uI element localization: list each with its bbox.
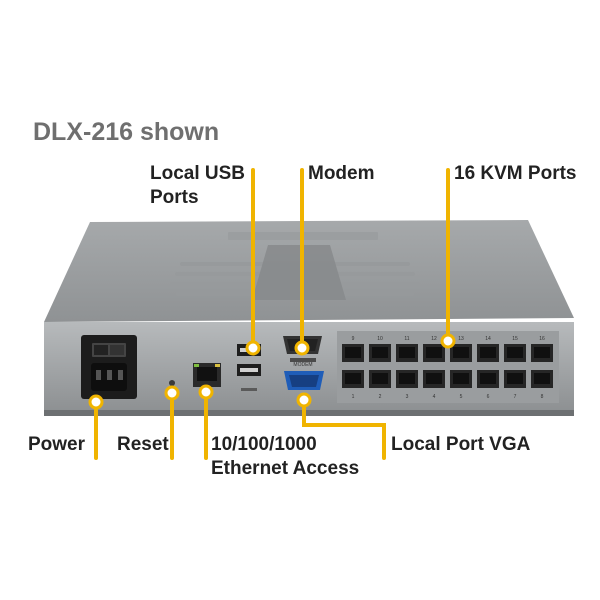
ethernet-port [193, 363, 221, 387]
reset-label: Reset [117, 434, 169, 455]
kvm-port-bottom-number: 5 [460, 394, 463, 400]
kvm-port-top-12-jack [426, 347, 442, 358]
power-module [81, 335, 137, 399]
kvm-port-top-number: 16 [539, 336, 545, 342]
kvm-port-top-number: 10 [377, 336, 383, 342]
kvm-port-top-9-jack [345, 347, 361, 358]
ethernet-callout-ring [198, 384, 214, 400]
kvm-port-bottom-8-jack [534, 373, 550, 384]
kvm-port-bottom-number: 2 [379, 394, 382, 400]
kvm-callout-ring [440, 333, 456, 349]
kvm-port-top-15-jack [507, 347, 523, 358]
reset-pinhole [169, 380, 175, 386]
kvm-port-bottom-7-jack [507, 373, 523, 384]
local-usb-label-line1: Local USB [150, 163, 246, 184]
kvm-ports-label: 16 KVM Ports [454, 163, 577, 184]
kvm-port-bottom-number: 7 [514, 394, 517, 400]
kvm-port-bottom-number: 8 [541, 394, 544, 400]
local-usb-label: Local USB Ports [150, 162, 245, 210]
kvm-port-top-13-jack [453, 347, 469, 358]
ethernet-label-line2: Ethernet Access [211, 458, 360, 479]
kvm-port-top-14-jack [480, 347, 496, 358]
power-label: Power [28, 434, 86, 455]
kvm-port-top-number: 13 [458, 336, 464, 342]
kvm-port-top-number: 15 [512, 336, 518, 342]
kvm-port-bottom-number: 4 [433, 394, 436, 400]
kvm-port-bottom-5-jack [453, 373, 469, 384]
modem-port-text: MODEM [293, 362, 312, 368]
modem-callout-ring [294, 340, 310, 356]
vga-leader-line [302, 400, 386, 460]
kvm-port-top-16-jack [534, 347, 550, 358]
top-logo-emboss [170, 245, 420, 300]
reset-callout-ring [164, 385, 180, 401]
kvm-port-bottom-number: 6 [487, 394, 490, 400]
local-usb-label-line2: Ports [150, 187, 199, 208]
usb-callout-ring [245, 340, 261, 356]
modem-label: Modem [308, 163, 375, 184]
ethernet-label: 10/100/1000 Ethernet Access [211, 433, 359, 481]
modem-port-label [290, 358, 316, 362]
vga-callout-ring [296, 392, 312, 408]
kvm-port-top-number: 12 [431, 336, 437, 342]
kvm-port-bottom-1-jack [345, 373, 361, 384]
kvm-port-top-number: 9 [352, 336, 355, 342]
kvm-port-top-number: 14 [485, 336, 491, 342]
kvm-port-bottom-number: 1 [352, 394, 355, 400]
power-callout-ring [88, 394, 104, 410]
kvm-port-top-11-jack [399, 347, 415, 358]
kvm-port-bottom-2-jack [372, 373, 388, 384]
kvm-port-bottom-3-jack [399, 373, 415, 384]
kvm-port-top-10-jack [372, 347, 388, 358]
vga-port [284, 371, 324, 390]
kvm-port-top-number: 11 [404, 336, 409, 342]
kvm-port-bottom-4-jack [426, 373, 442, 384]
local-vga-label: Local Port VGA [391, 434, 531, 455]
kvm-port-bottom-number: 3 [406, 394, 409, 400]
kvm-port-bottom-6-jack [480, 373, 496, 384]
diagram-title: DLX-216 shown [33, 118, 220, 146]
ethernet-label-line1: 10/100/1000 [211, 434, 317, 455]
